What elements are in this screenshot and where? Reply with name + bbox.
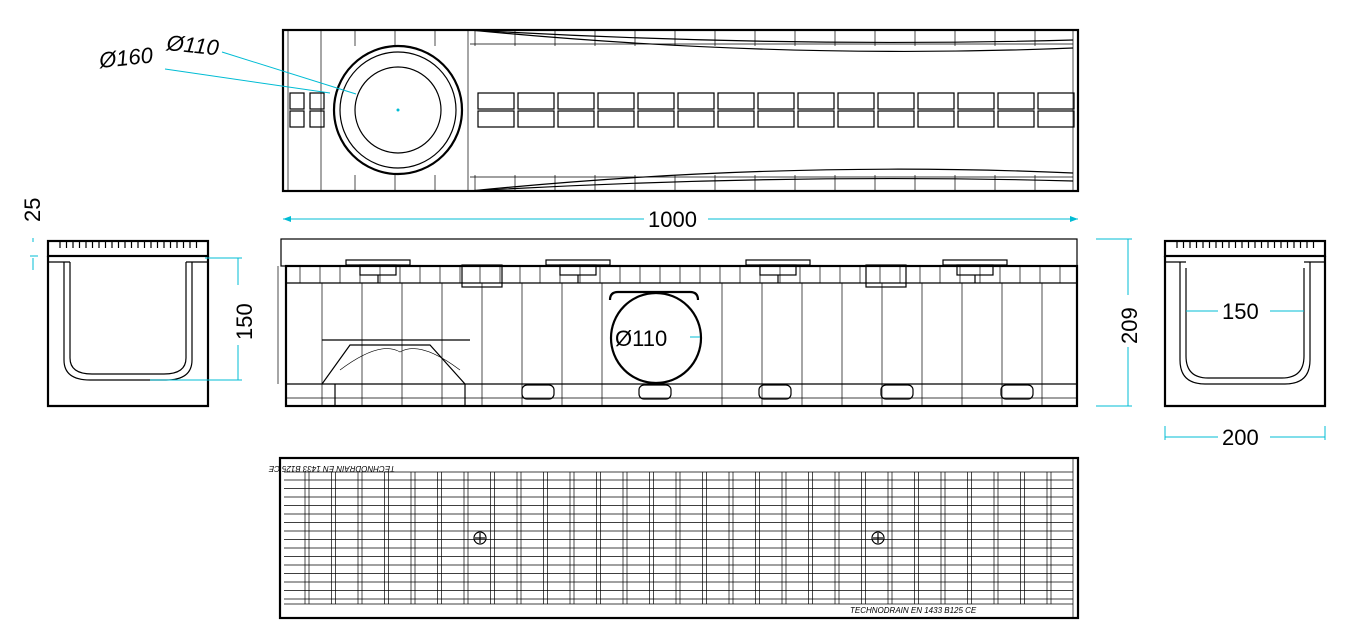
outer-width-label: 200	[1222, 425, 1259, 450]
grate-screw-left	[473, 531, 487, 545]
grate-view: TECHNODRAIN EN 1433 B125 CE TECHNODRAIN …	[268, 456, 1080, 620]
inner-width-label: 150	[1222, 299, 1259, 324]
outlet-label: Ø110	[615, 326, 667, 351]
grate-screw-right	[871, 531, 885, 545]
grate-thickness-label: 25	[20, 198, 45, 222]
left-section: 25 150	[20, 198, 257, 408]
grate-stamp-bottom: TECHNODRAIN EN 1433 B125 CE	[850, 606, 977, 615]
plan-view: Ø160 Ø110	[97, 28, 1080, 193]
length-dimension: 1000	[283, 207, 1078, 232]
outlet-circle	[609, 291, 703, 385]
pipe-inner-circle	[339, 51, 457, 169]
height-label: 209	[1117, 307, 1142, 344]
side-view: Ø110	[277, 238, 1079, 408]
length-label: 1000	[648, 207, 697, 232]
height-dimension: 209	[1096, 238, 1142, 407]
pipe-inner-label: Ø110	[164, 30, 220, 61]
pipe-outer-label: Ø160	[97, 42, 155, 73]
right-section: 150 200	[1163, 239, 1327, 450]
grate-stamp-top: TECHNODRAIN EN 1433 B125 CE	[268, 464, 395, 473]
channel-depth-label: 150	[232, 303, 257, 340]
pipe-outer-circle	[332, 44, 464, 176]
pipe-bore-circle	[354, 66, 442, 154]
